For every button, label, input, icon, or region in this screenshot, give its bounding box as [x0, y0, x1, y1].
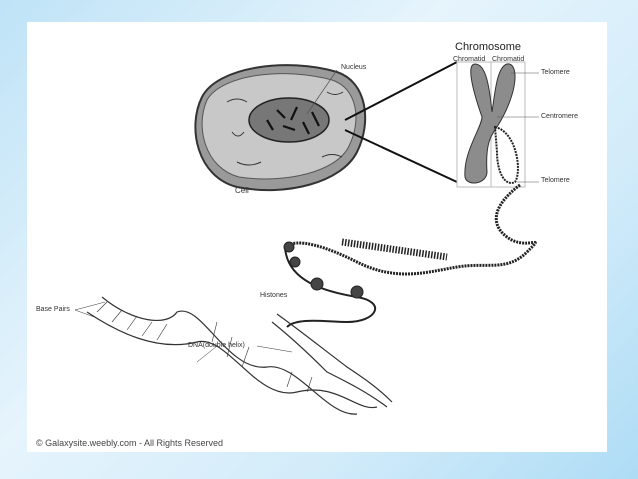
nucleus: [248, 97, 330, 143]
telomere-top-label: Telomere: [541, 69, 570, 76]
dna-label: DNA(double helix): [188, 342, 245, 349]
slide: Chromosome Chromatid Chromatid Telomere …: [27, 22, 607, 452]
centromere-label: Centromere: [541, 113, 578, 120]
nucleus-label: Nucleus: [341, 64, 367, 71]
cell-illustration: [194, 61, 458, 191]
chromosome-illustration: [456, 61, 539, 188]
dna-double-helix: [74, 296, 393, 415]
chromosome-diagram: [74, 61, 539, 415]
chromosome-label: Chromosome: [455, 41, 522, 53]
base-pairs-label: Base Pairs: [36, 306, 70, 313]
copyright-text: © Galaxysite.weebly.com - All Rights Res…: [36, 438, 224, 448]
chromatin-fiber: [283, 183, 537, 328]
cell-label: Cell: [235, 186, 249, 195]
telomere-bottom-label: Telomere: [541, 177, 570, 184]
histones-label: Histones: [260, 292, 288, 299]
chromatid-left-label: Chromatid: [453, 56, 486, 63]
chromatid-right-label: Chromatid: [492, 56, 525, 63]
